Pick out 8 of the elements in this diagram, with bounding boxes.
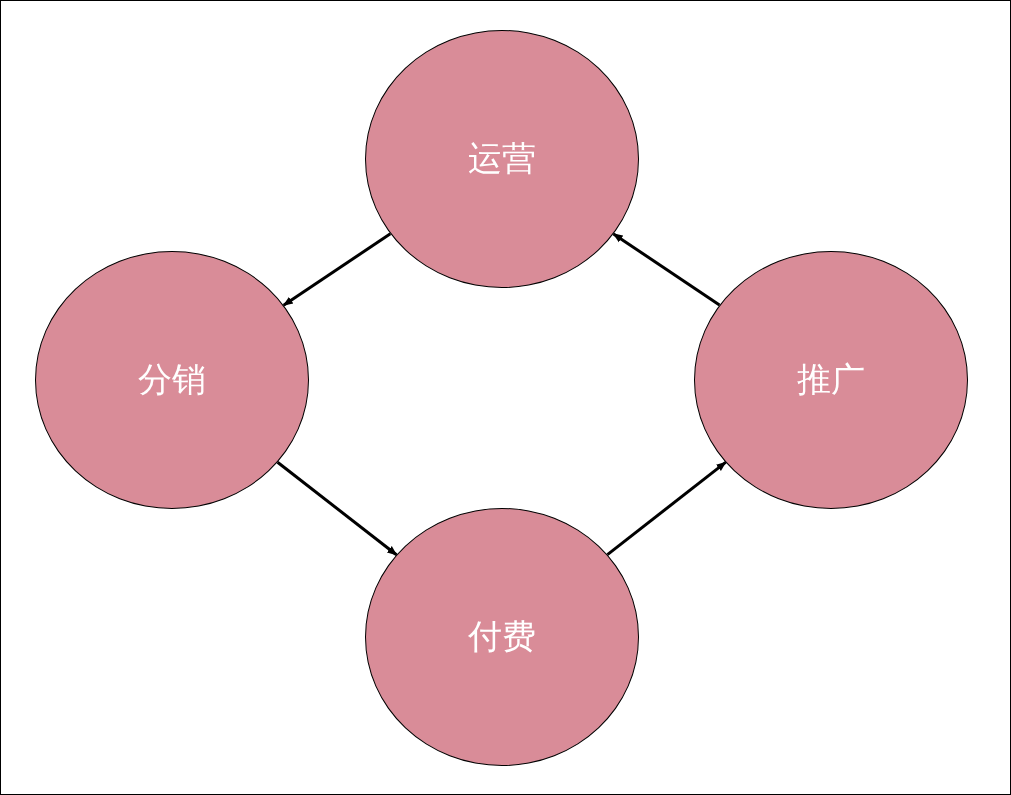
node-label: 运营 — [468, 137, 536, 180]
arrow — [282, 232, 392, 307]
arrow — [276, 461, 398, 556]
node-label: 推广 — [797, 358, 865, 401]
arrow — [606, 461, 727, 556]
node-label: 分销 — [138, 358, 206, 401]
node-label: 付费 — [468, 615, 536, 658]
arrow — [612, 232, 721, 307]
